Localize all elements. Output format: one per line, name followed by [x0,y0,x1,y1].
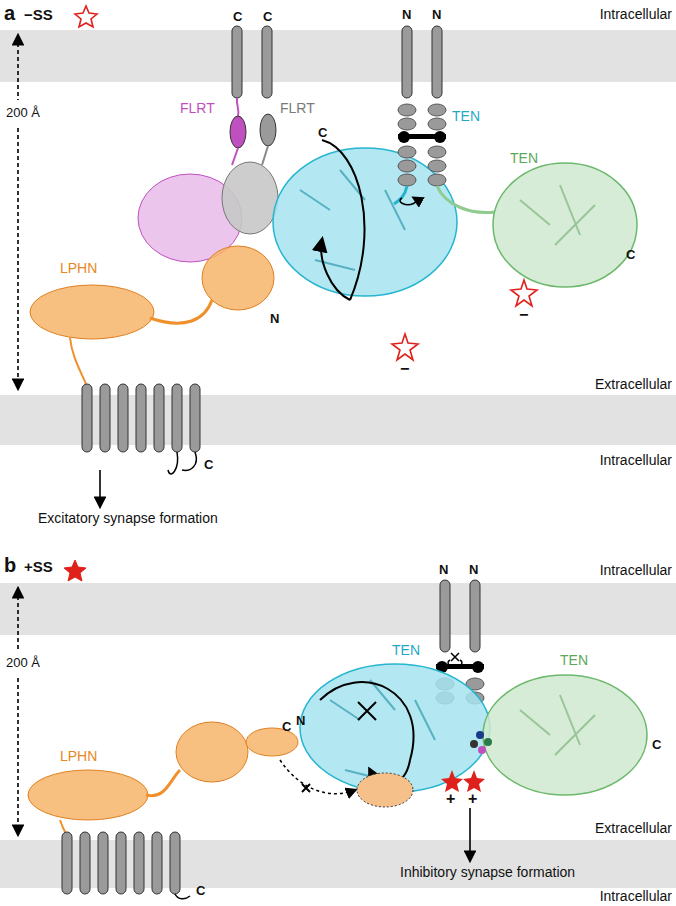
state-label: +SS [24,558,53,575]
terminus-label: N [469,563,478,578]
terminus-label: C [204,458,213,473]
outcome-label: Excitatory synapse formation [38,510,218,526]
state-label: −SS [24,6,53,23]
terminus-label: C [318,126,327,141]
region-label: Intracellular [600,6,672,22]
protein-label: TEN [510,150,538,166]
terminus-label: C [626,248,635,263]
terminus-label: C [233,10,242,25]
terminus-label: N [270,312,279,327]
protein-label: FLRT [180,100,215,116]
charge-label: + [468,790,477,808]
terminus-label: N [432,8,441,23]
terminus-label: N [439,563,448,578]
terminus-label: N [402,8,411,23]
protein-label: LPHN [60,260,97,276]
protein-label: TEN [560,652,588,668]
charge-label: + [446,790,455,808]
dimension-label: 200 Å [6,656,40,671]
outcome-label: Inhibitory synapse formation [400,864,575,880]
panel-letter: a [4,2,15,25]
charge-label: − [519,306,528,324]
terminus-label: N [296,714,305,729]
protein-label: TEN [392,642,420,658]
region-label: Extracellular [595,376,672,392]
region-label: Intracellular [600,452,672,468]
panel-letter: b [4,554,16,577]
region-label: Extracellular [595,820,672,836]
dimension-label: 200 Å [6,106,40,121]
region-label: Intracellular [600,888,672,904]
charge-label: − [400,360,409,378]
terminus-label: C [263,10,272,25]
region-label: Intracellular [600,562,672,578]
terminus-label: C [196,884,205,899]
terminus-label: C [282,720,291,735]
protein-label: LPHN [60,748,97,764]
terminus-label: C [652,738,661,753]
protein-label: TEN [452,108,480,124]
protein-label: FLRT [280,100,315,116]
